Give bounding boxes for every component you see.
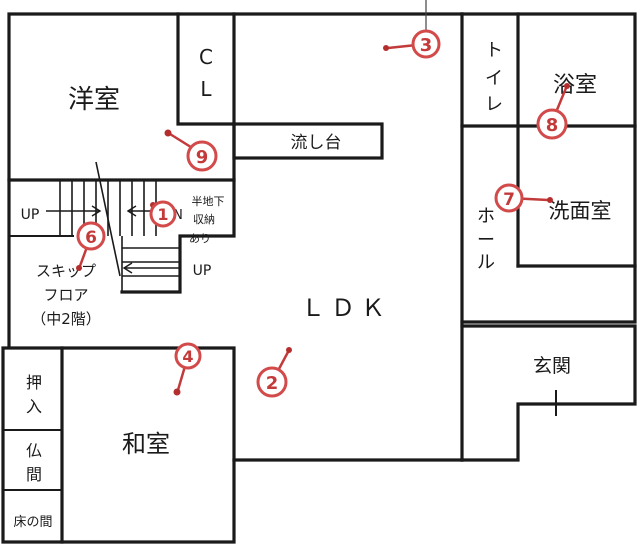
marker-6-label: 6 [85, 228, 97, 248]
room-senmenshitsu: 洗面室 [549, 199, 612, 223]
room-labels: 洋室 C L 流し台 ＬＤＫ ト イ レ 浴室 洗面室 ホ ー ル スキップ フ… [13, 40, 611, 530]
room-cl-1: C [199, 45, 213, 69]
stair-up-left: UP [21, 207, 40, 223]
half-basement-line-1: 半地下 [192, 194, 225, 208]
room-cl-2: L [200, 77, 212, 101]
marker-4: 4 [173, 342, 202, 396]
room-butsuma-2: 間 [26, 465, 42, 484]
marker-9: 9 [164, 129, 218, 172]
marker-1-label: 1 [157, 205, 168, 224]
marker-7-label: 7 [503, 190, 515, 210]
marker-8-label: 8 [546, 115, 559, 136]
room-washitsu: 和室 [122, 430, 170, 458]
marker-4-label: 4 [182, 347, 193, 366]
skip-floor-line-2: フロア [43, 286, 88, 304]
room-hall-2: ー [477, 230, 495, 251]
photo-markers: 1 2 3 4 6 [76, 0, 570, 398]
half-basement-line-2: 収納 [193, 213, 215, 226]
sink-counter-label: 流し台 [291, 133, 342, 153]
room-oshiire-1: 押 [26, 373, 42, 392]
room-toilet-1: ト [485, 40, 503, 61]
walls [1, 12, 637, 544]
marker-3-label: 3 [420, 35, 433, 56]
marker-1: 1 [149, 200, 177, 228]
room-hall-1: ホ [477, 206, 495, 227]
room-butsuma-1: 仏 [26, 441, 42, 460]
marker-2-label: 2 [266, 373, 279, 394]
marker-8: 8 [536, 83, 570, 140]
stair-up-right: UP [193, 263, 212, 279]
room-oshiire-2: 入 [26, 397, 42, 416]
marker-6: 6 [76, 221, 106, 271]
marker-3: 3 [383, 0, 441, 59]
room-yokushitsu: 浴室 [553, 73, 597, 98]
room-hall-3: ル [477, 252, 495, 273]
skip-floor-line-3: （中2階） [31, 310, 101, 328]
room-toilet-2: イ [485, 68, 503, 89]
room-genkan: 玄関 [533, 355, 571, 377]
room-youshitsu: 洋室 [68, 85, 120, 115]
half-basement-line-3: あり [189, 232, 211, 245]
marker-7: 7 [494, 183, 553, 213]
room-tokonoma: 床の間 [13, 515, 52, 530]
room-toilet-3: レ [485, 94, 503, 115]
staircase [46, 161, 180, 292]
marker-2: 2 [256, 347, 292, 398]
stair-n-mark: N [173, 208, 183, 223]
room-ldk: ＬＤＫ [301, 294, 391, 322]
marker-9-label: 9 [196, 147, 209, 168]
skip-floor-line-1: スキップ [36, 262, 96, 280]
